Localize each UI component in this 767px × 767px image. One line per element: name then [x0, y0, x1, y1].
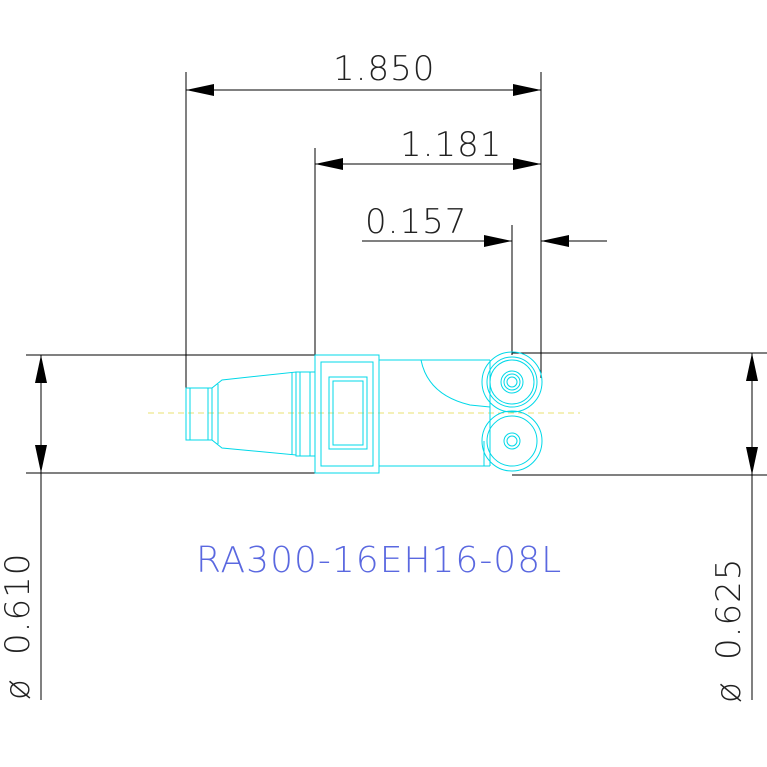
- body-block: [314, 354, 380, 474]
- dimension-offset: 0.157: [362, 202, 607, 355]
- overall-length-label: 1.850: [333, 49, 435, 89]
- collar: [295, 371, 316, 457]
- dimension-overall-length: 1.850: [185, 49, 542, 410]
- left-diameter-label: 0.610: [0, 553, 38, 655]
- arrow-top-right-diameter: [746, 353, 758, 381]
- arrow-right-body: [513, 158, 541, 170]
- dimension-body-length: 1.181: [314, 125, 541, 355]
- head-curve: [420, 359, 491, 408]
- upper-roller: [481, 351, 543, 413]
- head-housing: [378, 359, 490, 467]
- arrow-right-offset: [541, 235, 569, 247]
- arrow-bottom-right-diameter: [746, 447, 758, 475]
- arrow-left-offset: [484, 235, 512, 247]
- dimension-left-diameter: ø 0.610: [0, 354, 315, 700]
- body-length-label: 1.181: [400, 125, 502, 165]
- right-diameter-label: 0.625: [709, 558, 749, 660]
- arrow-bottom-left-diameter: [35, 445, 47, 473]
- part-number-label: RA300-16EH16-08L: [196, 540, 562, 581]
- tool-holder-part: [185, 351, 543, 474]
- lower-roller: [481, 410, 543, 472]
- arrow-right-overall: [513, 84, 541, 96]
- arrow-left-overall: [186, 84, 214, 96]
- left-diameter-symbol: ø: [0, 678, 38, 700]
- right-diameter-symbol: ø: [709, 681, 749, 703]
- body-window: [328, 376, 368, 450]
- arrow-top-left-diameter: [35, 355, 47, 383]
- dimension-right-diameter: ø 0.625: [512, 352, 767, 703]
- offset-label: 0.157: [365, 202, 467, 242]
- arrow-left-body: [315, 158, 343, 170]
